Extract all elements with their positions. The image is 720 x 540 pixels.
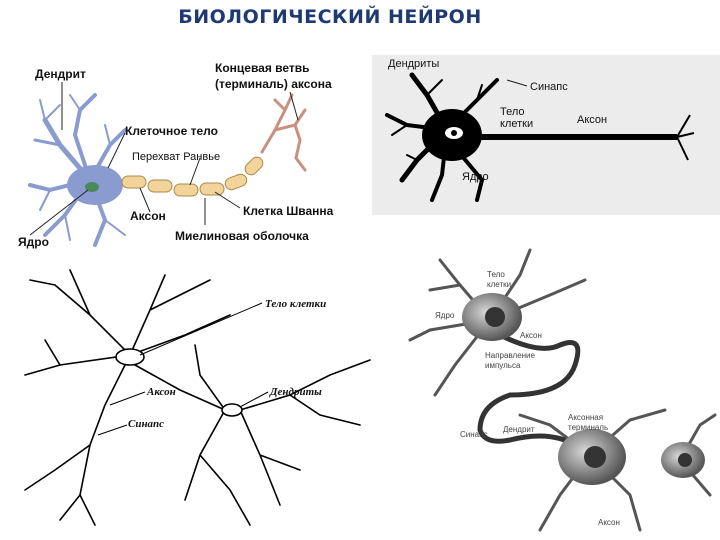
silhouette-neuron-diagram: Дендриты Синапс Тело клетки Аксон Ядро (372, 55, 720, 215)
label-cell-1: Тело (487, 270, 505, 279)
shaded-nucleus-1 (485, 307, 505, 327)
shaded-dendrites (408, 248, 717, 532)
label-terminal-1: Аксонная (568, 413, 603, 422)
label-cell-body: Клеточное тело (125, 124, 218, 138)
label-terminal-2: (терминаль) аксона (215, 77, 332, 91)
label-synapse: Синапс (460, 430, 487, 439)
sketch-leader-lines (97, 302, 269, 436)
label-myelin: Миелиновая оболочка (175, 229, 309, 243)
myelin-sheath (121, 156, 264, 197)
label-cell-2: клетки (487, 280, 511, 289)
label-terminal-2: терминаль (568, 423, 608, 432)
label-axon-2: Аксон (598, 518, 620, 527)
sketch-branches (24, 269, 371, 526)
label-dendrite: Дендрит (503, 425, 535, 434)
label-ranvier: Перехват Ранвье (132, 151, 220, 163)
label-axon: Аксон (577, 114, 607, 126)
label-cell-body: Тело клетки (265, 298, 326, 310)
myelinated-neuron-diagram: Дендрит Концевая ветвь (терминаль) аксон… (18, 61, 334, 249)
nucleolus (451, 130, 457, 136)
silhouette-terminal (676, 114, 695, 161)
synapse-leader (506, 79, 528, 87)
label-impulse-2: импульса (485, 361, 521, 370)
axon-terminal (260, 93, 307, 172)
label-nucleus: Ядро (18, 235, 49, 249)
label-axon: Аксон (520, 331, 542, 340)
shaded-axon (477, 332, 581, 448)
label-cell-2: клетки (500, 118, 533, 130)
sketch-cell-body-2 (221, 403, 243, 417)
label-terminal-1: Концевая ветвь (215, 61, 310, 75)
shaded-neurons-diagram: Тело клетки Ядро Аксон Направление импул… (408, 248, 717, 532)
shaded-nucleus-3 (678, 453, 692, 467)
label-dendrites: Дендриты (388, 58, 439, 70)
label-dendrite: Дендрит (35, 67, 86, 81)
label-nucleus: Ядро (462, 171, 489, 183)
label-synapse: Синапс (128, 418, 164, 430)
nucleus (85, 182, 99, 192)
label-cell-1: Тело (500, 106, 525, 118)
label-dendrites: Дендриты (269, 386, 322, 398)
leader-lines (29, 82, 299, 236)
sketch-cell-body-1 (115, 348, 145, 366)
page-title: БИОЛОГИЧЕСКИЙ НЕЙРОН (178, 6, 482, 28)
label-nucleus: Ядро (435, 311, 455, 320)
label-schwann: Клетка Шванна (243, 204, 334, 218)
shaded-nucleus-2 (584, 446, 606, 468)
label-axon: Аксон (130, 209, 166, 223)
label-axon: Аксон (146, 386, 176, 398)
label-synapse: Синапс (530, 81, 568, 93)
label-impulse-1: Направление (485, 351, 536, 360)
sketch-neuron-diagram: Тело клетки Аксон Синапс Дендриты (24, 269, 371, 526)
